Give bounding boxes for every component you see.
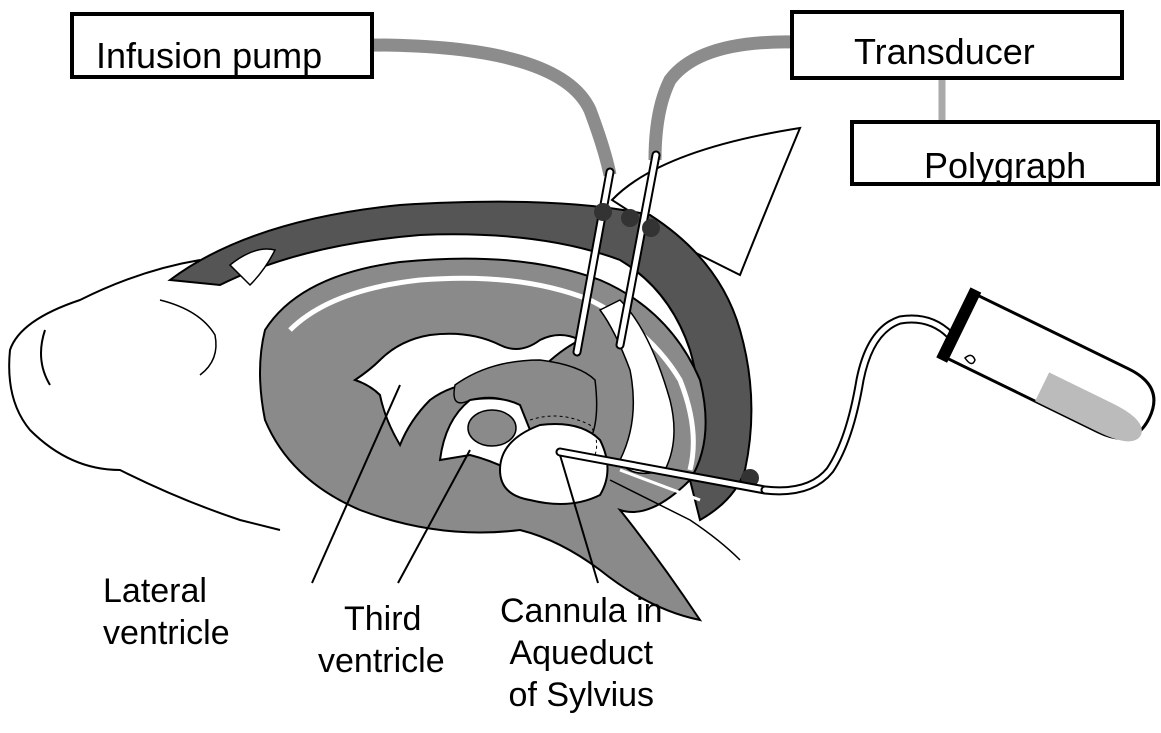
polygraph-label: Polygraph [924, 145, 1086, 186]
nostril [41, 330, 50, 385]
transducer-box: Transducer [790, 10, 1124, 80]
snout-outline [9, 260, 280, 530]
infusion-pump-label: Infusion pump [96, 35, 322, 76]
transducer-label: Transducer [854, 31, 1035, 72]
cannula-label: Cannula in Aqueduct of Sylvius [500, 590, 663, 716]
interthalamic-adhesion [468, 410, 516, 446]
anchor-screw-1 [594, 203, 612, 221]
lateral-ventricle-label: Lateral ventricle [103, 570, 230, 654]
infusion-tube [370, 45, 610, 175]
third-ventricle-label: Third ventricle [318, 598, 445, 682]
outflow-tubing-inner [765, 319, 950, 491]
polygraph-box: Polygraph [850, 120, 1160, 186]
anchor-screw-3 [642, 219, 660, 237]
collection-tube [936, 287, 1161, 453]
infusion-pump-box: Infusion pump [70, 12, 374, 79]
anchor-screw-2 [621, 209, 639, 227]
eye-brow-line [160, 300, 216, 375]
